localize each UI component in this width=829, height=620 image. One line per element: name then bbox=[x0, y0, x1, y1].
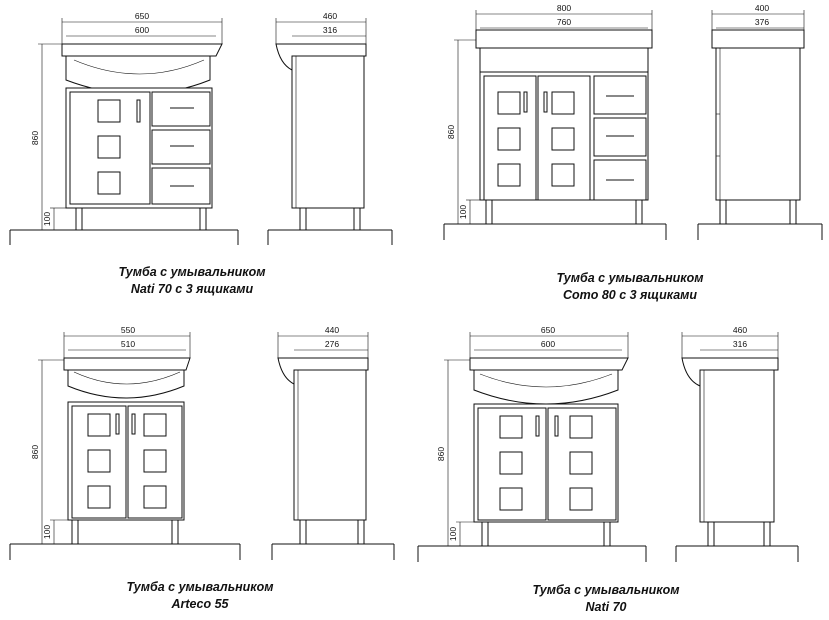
side-depth-outer: 460 bbox=[733, 325, 747, 335]
front-width-outer: 650 bbox=[541, 325, 555, 335]
side-depth-inner: 316 bbox=[733, 339, 747, 349]
height-dimension: 860 bbox=[436, 447, 446, 461]
caption-line-2: Nati 70 bbox=[586, 600, 627, 614]
side-view: 440 276 bbox=[271, 325, 395, 560]
side-view: 460 316 bbox=[675, 325, 799, 562]
front-width-outer: 650 bbox=[135, 11, 149, 21]
side-depth-outer: 460 bbox=[323, 11, 337, 21]
leg-height-dimension: 100 bbox=[448, 527, 458, 541]
front-width-inner: 600 bbox=[135, 25, 149, 35]
caption-line-1: Тумба с умывальником bbox=[126, 580, 273, 594]
front-view: 550 510 860 100 bbox=[9, 325, 241, 560]
front-width-outer: 550 bbox=[121, 325, 135, 335]
caption-line-2: Arteco 55 bbox=[171, 597, 230, 611]
caption-line-1: Тумба с умывальником bbox=[556, 271, 703, 285]
leg-height-dimension: 100 bbox=[42, 525, 52, 539]
front-width-inner: 510 bbox=[121, 339, 135, 349]
side-depth-outer: 440 bbox=[325, 325, 339, 335]
front-view: 650 600 860 100 bbox=[9, 11, 239, 245]
caption-line-2: Como 80 с 3 ящиками bbox=[563, 288, 697, 302]
height-dimension: 860 bbox=[30, 445, 40, 459]
item-nati-70: 650 600 860 100 460 316 Тумба bbox=[417, 325, 799, 614]
leg-height-dimension: 100 bbox=[458, 205, 468, 219]
item-como-80-3-drawers: 800 760 860 100 400 376 bbox=[443, 3, 823, 302]
height-dimension: 860 bbox=[446, 125, 456, 139]
front-width-outer: 800 bbox=[557, 3, 571, 13]
side-depth-inner: 316 bbox=[323, 25, 337, 35]
front-width-inner: 600 bbox=[541, 339, 555, 349]
caption-line-1: Тумба с умывальником bbox=[532, 583, 679, 597]
side-depth-outer: 400 bbox=[755, 3, 769, 13]
front-view: 800 760 860 100 bbox=[443, 3, 667, 240]
side-depth-inner: 376 bbox=[755, 17, 769, 27]
item-nati-70-3-drawers: 650 600 860 100 460 316 bbox=[9, 11, 393, 296]
caption-line-2: Nati 70 с 3 ящиками bbox=[131, 282, 254, 296]
caption-line-1: Тумба с умывальником bbox=[118, 265, 265, 279]
side-depth-inner: 276 bbox=[325, 339, 339, 349]
side-view: 460 316 bbox=[267, 11, 393, 245]
side-view: 400 376 bbox=[697, 3, 823, 240]
front-width-inner: 760 bbox=[557, 17, 571, 27]
height-dimension: 860 bbox=[30, 131, 40, 145]
item-arteco-55: 550 510 860 100 440 276 Тумба bbox=[9, 325, 395, 611]
front-view: 650 600 860 100 bbox=[417, 325, 647, 562]
leg-height-dimension: 100 bbox=[42, 212, 52, 226]
